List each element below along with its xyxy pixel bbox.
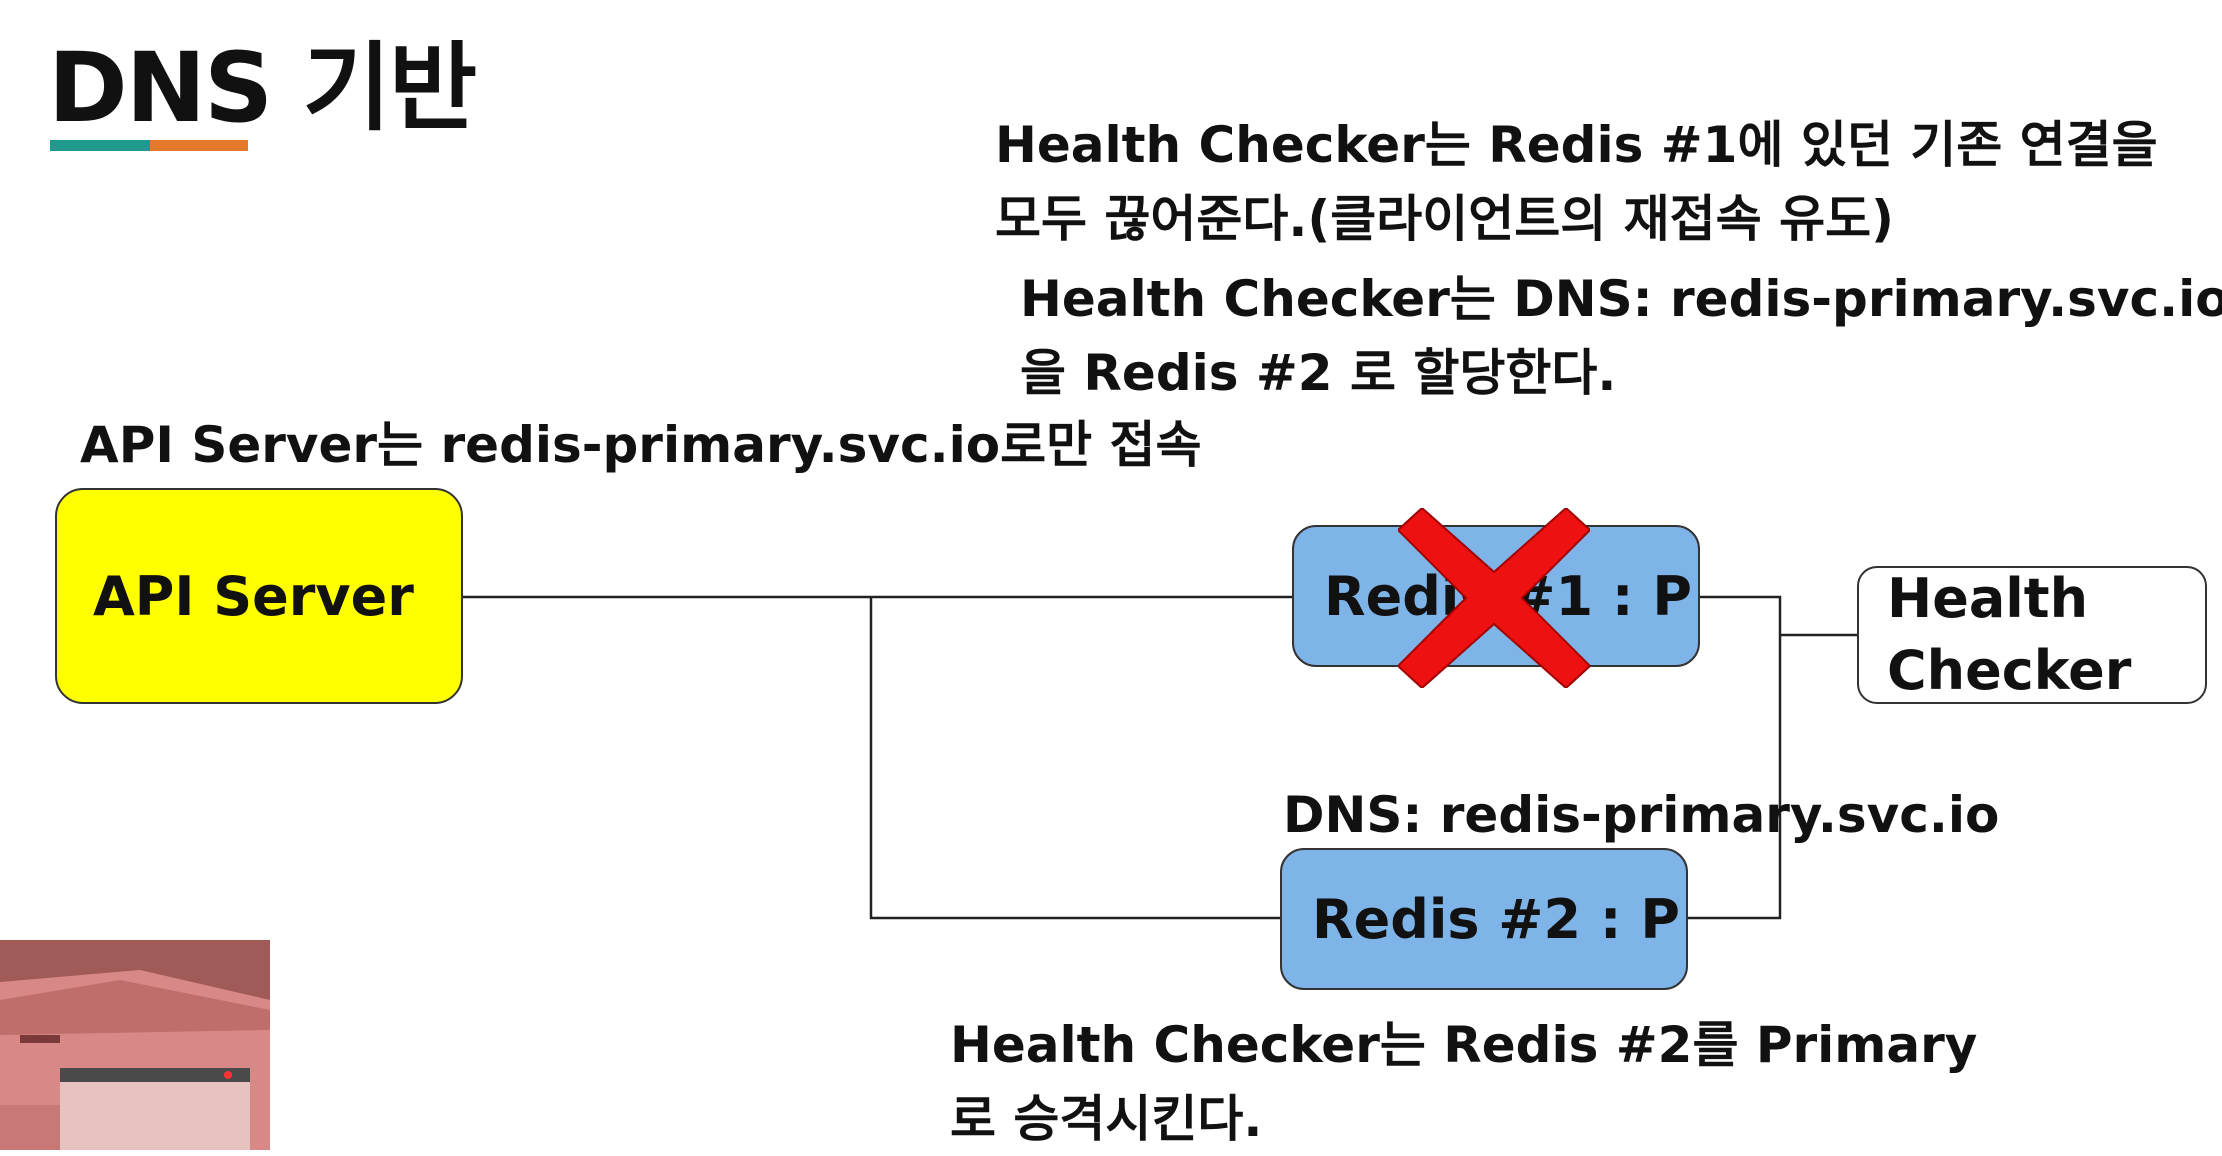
dns-assign-note: Health Checker는 DNS: redis-primary.svc.i… (1020, 262, 2222, 410)
title-underline-orange (150, 140, 248, 151)
health-checker-label-line2: Checker (1887, 639, 2132, 702)
dns-assign-note-line2: 을 Redis #2 로 할당한다. (1020, 344, 1617, 402)
api-server-note: API Server는 redis-primary.svc.io로만 접속 (80, 416, 1202, 474)
api-to-redis2-line (869, 597, 1280, 920)
disconnect-note-line2: 모두 끊어준다.(클라이언트의 재접속 유도) (995, 190, 1894, 248)
redis-bus-line (1688, 595, 1782, 920)
redis2-node: Redis #2 : P (1280, 848, 1688, 990)
disconnect-note-line1: Health Checker는 Redis #1에 있던 기존 연결을 (995, 116, 2158, 174)
video-frame-image (0, 940, 270, 1150)
api-server-label: API Server (93, 564, 414, 628)
promote-note-line1: Health Checker는 Redis #2를 Primary (950, 1016, 1978, 1074)
dns-label: DNS: redis-primary.svc.io (1283, 786, 2000, 844)
redis2-label: Redis #2 : P (1312, 887, 1680, 951)
health-checker-label-line1: Health (1887, 567, 2089, 630)
x-cross-icon (1398, 508, 1590, 688)
api-server-node: API Server (55, 488, 463, 704)
title-underline-teal (50, 140, 150, 151)
dns-assign-note-line1: Health Checker는 DNS: redis-primary.svc.i… (1020, 270, 2222, 328)
promote-note: Health Checker는 Redis #2를 Primary 로 승격시킨… (950, 1008, 1977, 1156)
health-checker-node: Health Checker (1857, 566, 2207, 704)
presenter-video-thumbnail (0, 940, 270, 1150)
promote-note-line2: 로 승격시킨다. (950, 1090, 1263, 1148)
page-title: DNS 기반 (48, 32, 477, 144)
disconnect-note: Health Checker는 Redis #1에 있던 기존 연결을 모두 끊… (995, 108, 2158, 256)
